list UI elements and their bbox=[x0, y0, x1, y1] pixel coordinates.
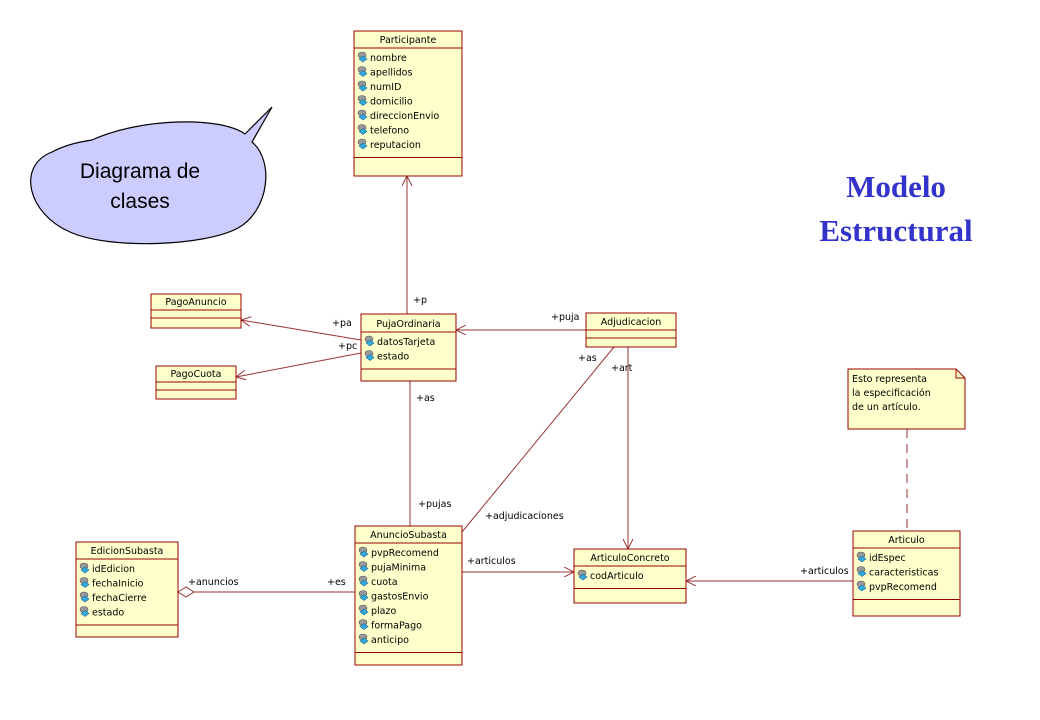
puja-to-pago-anuncio-line[interactable] bbox=[241, 320, 362, 341]
class-puja-ordinaria[interactable]: PujaOrdinaria datosTarjeta estado bbox=[360, 313, 457, 382]
attribute-anuncio-subasta: formaPago bbox=[371, 621, 422, 632]
aggregation-diamond bbox=[177, 586, 195, 598]
role-anuncios: +anuncios bbox=[188, 577, 239, 588]
bubble-text-line-2: clases bbox=[110, 190, 170, 213]
attribute-articulo-concreto: codArticulo bbox=[590, 571, 644, 582]
attribute-edicion-subasta: fechaCierre bbox=[92, 593, 147, 604]
role-articulos-anuncio: +articulos bbox=[467, 556, 516, 567]
classes: Participante nombre apellidos numID domicili… bbox=[75, 30, 961, 666]
class-name-articulo-concreto: ArticuloConcreto bbox=[590, 553, 669, 564]
attribute-anuncio-subasta: gastosEnvio bbox=[371, 592, 429, 603]
page-title: Modelo Estructural bbox=[819, 169, 973, 248]
role-articulos-articulo: +articulos bbox=[800, 566, 849, 577]
attribute-participante: reputacion bbox=[370, 140, 421, 151]
attribute-participante: domicilio bbox=[370, 97, 413, 108]
attribute-articulo: caracteristicas bbox=[869, 568, 938, 579]
title-line-2: Estructural bbox=[819, 213, 973, 248]
role-p: +p bbox=[413, 295, 427, 306]
class-articulo[interactable]: Articulo idEspec caracteristicas pvpRecomen… bbox=[852, 530, 961, 617]
note-line-2: la especificación bbox=[852, 388, 931, 399]
class-name-participante: Participante bbox=[380, 35, 437, 46]
class-name-edicion-subasta: EdicionSubasta bbox=[91, 546, 164, 557]
attribute-anuncio-subasta: pvpRecomend bbox=[371, 548, 439, 559]
role-pujas: +pujas bbox=[418, 499, 451, 510]
class-name-adjudicacion: Adjudicacion bbox=[601, 317, 661, 328]
class-name-puja-ordinaria: PujaOrdinaria bbox=[376, 319, 440, 330]
attribute-articulo: pvpRecomend bbox=[869, 582, 937, 593]
bubble-text-line-1: Diagrama de bbox=[80, 160, 200, 183]
attribute-puja-ordinaria: datosTarjeta bbox=[377, 337, 435, 348]
class-anuncio-subasta[interactable]: AnuncioSubasta pvpRecomend pujaMinima cuota… bbox=[354, 525, 463, 666]
role-as-adjudicacion: +as bbox=[578, 353, 597, 364]
attribute-edicion-subasta: estado bbox=[92, 608, 124, 619]
attribute-participante: nombre bbox=[370, 53, 407, 64]
class-participante[interactable]: Participante nombre apellidos numID domicili… bbox=[353, 30, 463, 177]
title-line-1: Modelo bbox=[846, 169, 946, 204]
role-es: +es bbox=[327, 577, 346, 588]
note-line-1: Esto representa bbox=[852, 374, 927, 385]
speech-bubble: Diagrama de clases bbox=[30, 106, 273, 245]
attribute-edicion-subasta: fechaInicio bbox=[92, 579, 144, 590]
class-name-pago-anuncio: PagoAnuncio bbox=[165, 297, 226, 308]
class-pago-cuota[interactable]: PagoCuota bbox=[155, 365, 237, 400]
class-adjudicacion[interactable]: Adjudicacion bbox=[585, 312, 677, 348]
role-adjudicaciones: +adjudicaciones bbox=[485, 511, 564, 522]
attribute-participante: apellidos bbox=[370, 68, 412, 79]
class-name-anuncio-subasta: AnuncioSubasta bbox=[370, 530, 447, 541]
class-name-articulo: Articulo bbox=[888, 535, 925, 546]
attribute-participante: direccionEnvio bbox=[370, 111, 439, 122]
attribute-anuncio-subasta: pujaMinima bbox=[371, 563, 426, 574]
note-line-3: de un artículo. bbox=[852, 402, 921, 413]
class-edicion-subasta[interactable]: EdicionSubasta idEdicion fechaInicio fechaC… bbox=[75, 541, 179, 638]
class-articulo-concreto[interactable]: ArticuloConcreto codArticulo bbox=[573, 548, 687, 604]
associations bbox=[194, 176, 908, 593]
attribute-articulo: idEspec bbox=[869, 553, 906, 564]
role-puja: +puja bbox=[551, 312, 579, 323]
role-as-puja: +as bbox=[416, 393, 435, 404]
attribute-anuncio-subasta: anticipo bbox=[371, 635, 409, 646]
puja-to-pago-cuota-line[interactable] bbox=[236, 352, 362, 377]
attribute-puja-ordinaria: estado bbox=[377, 352, 409, 363]
note-especificacion[interactable]: Esto representa la especificación de un … bbox=[847, 368, 966, 430]
role-pa: +pa bbox=[332, 318, 352, 329]
attribute-anuncio-subasta: plazo bbox=[371, 606, 396, 617]
attribute-edicion-subasta: idEdicion bbox=[92, 564, 135, 575]
role-art: +art bbox=[611, 363, 633, 374]
attribute-anuncio-subasta: cuota bbox=[371, 577, 398, 588]
attribute-participante: numID bbox=[370, 82, 401, 93]
class-name-pago-cuota: PagoCuota bbox=[171, 369, 222, 380]
class-pago-anuncio[interactable]: PagoAnuncio bbox=[150, 293, 242, 329]
adjudicacion-anuncio-line[interactable] bbox=[461, 346, 615, 533]
role-labels: +p +pa +pc +puja +as +as +art +pujas +ad… bbox=[188, 295, 849, 588]
attribute-participante: telefono bbox=[370, 126, 409, 137]
role-pc: +pc bbox=[338, 341, 357, 352]
